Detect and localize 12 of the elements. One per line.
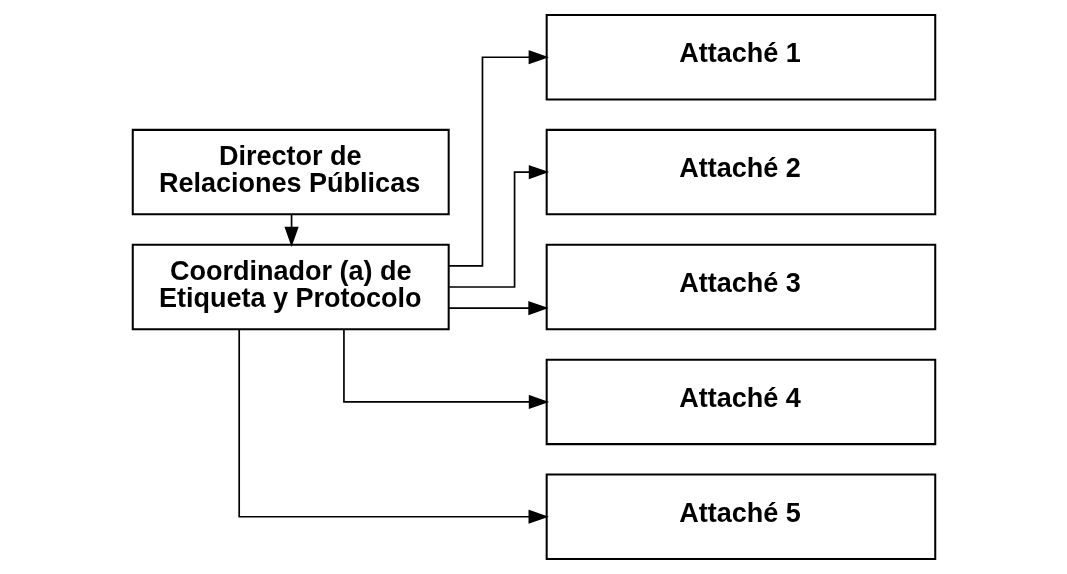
node-box: Attaché 2 bbox=[545, 128, 936, 216]
node-box: Attaché 4 bbox=[545, 358, 936, 446]
arrow bbox=[342, 328, 549, 409]
arrow bbox=[447, 165, 549, 288]
node-box: Attaché 1 bbox=[545, 14, 936, 101]
node-box: Attaché 3 bbox=[545, 243, 936, 331]
node-box: Attaché 5 bbox=[545, 473, 936, 560]
arrow bbox=[237, 328, 549, 524]
arrow bbox=[447, 301, 549, 316]
arrow bbox=[447, 50, 549, 267]
node-box: Coordinador (a) de Etiqueta y Protocolo bbox=[131, 243, 450, 331]
node-box: Director de Relaciones Públicas bbox=[131, 128, 450, 216]
